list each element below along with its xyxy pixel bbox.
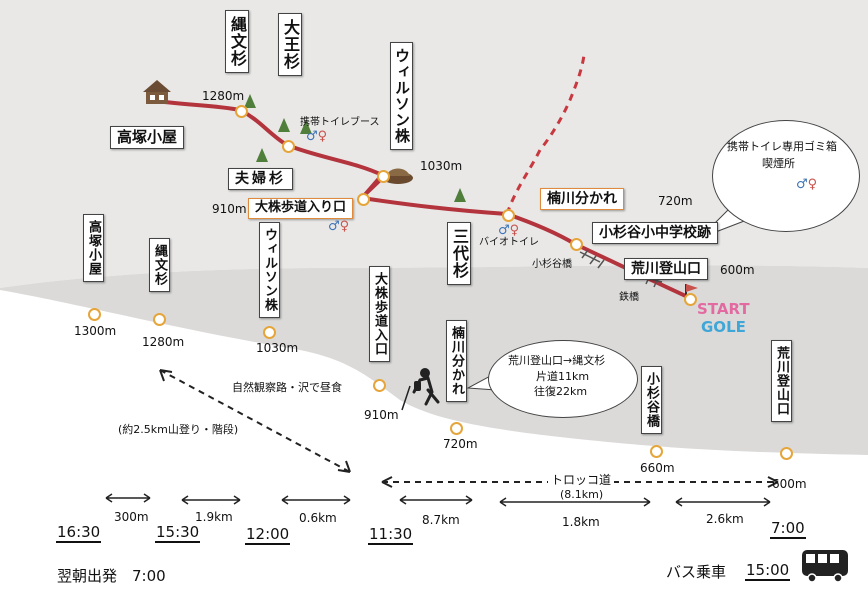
profile-label-okabu: 大株歩道入口 [369, 266, 390, 362]
elevation-600: 600m [720, 263, 755, 277]
time-1630: 16:30 [56, 523, 102, 543]
route-bubble [488, 340, 638, 418]
profile-elev-660: 660m [640, 461, 675, 475]
time-1200: 12:00 [245, 525, 291, 545]
profile-elev-720: 720m [443, 437, 478, 451]
trolley-distance: (8.1km) [560, 488, 604, 501]
route-bubble-line3: 往復22km [534, 385, 588, 398]
profile-marker-kosugidani [650, 445, 663, 458]
hut-icon [143, 80, 171, 104]
label-daio-sugi: 大王杉 [278, 13, 302, 76]
label-meoto-sugi: 夫婦杉 [228, 168, 293, 191]
distance-0-6km: 0.6km [299, 511, 337, 525]
marker-jomon [235, 105, 248, 118]
portable-toilet-booth-text: 携帯トイレブース [300, 117, 380, 128]
profile-marker-takatsuka [88, 308, 101, 321]
bubble-trash-text: 携帯トイレ専用ゴミ箱 [727, 140, 837, 153]
toilet-icon: ♂♀ [306, 129, 328, 144]
profile-marker-okabu [373, 379, 386, 392]
toilet-icon: ♂♀ [796, 177, 818, 192]
profile-marker-kusukawa [450, 422, 463, 435]
marker-wilson [377, 170, 390, 183]
time-1130: 11:30 [368, 525, 414, 545]
label-wilson: ウィルソン株 [390, 42, 413, 150]
distance-2-6km: 2.6km [706, 512, 744, 526]
bus-icon [802, 550, 848, 583]
hiker-icon [401, 368, 440, 411]
distance-1-8km: 1.8km [562, 515, 600, 529]
lunch-note: 自然観察路・沢で昼食 [232, 381, 342, 394]
label-arakawa-trailhead: 荒川登山口 [624, 258, 708, 281]
profile-marker-wilson [263, 326, 276, 339]
ground-profile [0, 290, 868, 605]
iron-bridge-text: 鉄橋 [619, 292, 639, 303]
next-morning-departure: 翌朝出発 7:00 [57, 567, 166, 585]
marker-kosugidani [570, 238, 583, 251]
kosugidani-bridge-text: 小杉谷橋 [532, 259, 572, 270]
distance-300m: 300m [114, 510, 149, 524]
label-takatsuka-hut: 高塚小屋 [110, 126, 185, 150]
profile-elev-1300: 1300m [74, 324, 117, 338]
distance-arrows [105, 493, 771, 507]
profile-elev-600: 600m [772, 477, 807, 491]
label-jomon-sugi: 縄文杉 [225, 10, 249, 73]
profile-marker-jomon [153, 313, 166, 326]
bus-time: 15:00 [745, 561, 791, 581]
stump-icon [383, 168, 413, 184]
route-bubble-line1: 荒川登山口→縄文杉 [508, 354, 606, 367]
time-1530: 15:30 [155, 523, 201, 543]
profile-label-jomon: 縄文杉 [149, 238, 170, 292]
profile-label-kosugidani: 小杉谷橋 [641, 366, 662, 434]
tree-icon [454, 188, 466, 202]
rail-ties [579, 249, 605, 269]
marker-arakawa [684, 293, 697, 306]
elevation-1280: 1280m [202, 89, 245, 103]
tree-icon [278, 118, 290, 132]
profile-label-arakawa: 荒川登山口 [771, 340, 792, 422]
bio-toilet-text: バイオトイレ [479, 237, 539, 248]
profile-label-kusukawa: 楠川分かれ [446, 320, 467, 402]
label-sandai-sugi: 三代杉 [447, 222, 471, 285]
climb-note: (約2.5km山登り・階段) [118, 423, 239, 436]
label-okabu-entrance: 大株歩道入り口 [248, 198, 354, 219]
profile-label-wilson: ウィルソン株 [259, 222, 280, 318]
elevation-910: 910m [212, 202, 247, 216]
bubble-smoking-text: 喫煙所 [762, 157, 795, 170]
marker-okabu [357, 193, 370, 206]
bus-label: バス乗車 [666, 563, 727, 581]
climb-arrow [159, 369, 351, 473]
distance-8-7km: 8.7km [422, 513, 460, 527]
facility-bubble [712, 120, 860, 232]
label-kusukawa-fork: 楠川分かれ [540, 188, 624, 211]
marker-daio [282, 140, 295, 153]
toilet-icon: ♂♀ [328, 219, 350, 234]
tree-icon [256, 148, 268, 162]
toilet-icon: ♂♀ [498, 223, 520, 238]
profile-elev-1280: 1280m [142, 335, 185, 349]
profile-elev-910: 910m [364, 408, 399, 422]
trolley-label: トロッコ道 [548, 474, 615, 486]
profile-elev-1030: 1030m [256, 341, 299, 355]
elevation-1030: 1030m [420, 159, 463, 173]
upper-map-area [0, 0, 868, 288]
marker-kusukawa [502, 209, 515, 222]
label-kosugidani-school: 小杉谷小中学校跡 [592, 222, 718, 245]
tree-icon [244, 94, 256, 108]
time-700: 7:00 [770, 519, 806, 539]
route-bubble-line2: 片道11km [536, 370, 590, 383]
start-label: START [697, 300, 750, 318]
profile-label-takatsuka: 高塚小屋 [83, 214, 104, 282]
goal-label: GOLE [701, 318, 746, 336]
profile-marker-arakawa [780, 447, 793, 460]
side-trail [505, 54, 586, 215]
distance-1-9km: 1.9km [195, 510, 233, 524]
elevation-720: 720m [658, 194, 693, 208]
tree-icon [300, 120, 312, 134]
